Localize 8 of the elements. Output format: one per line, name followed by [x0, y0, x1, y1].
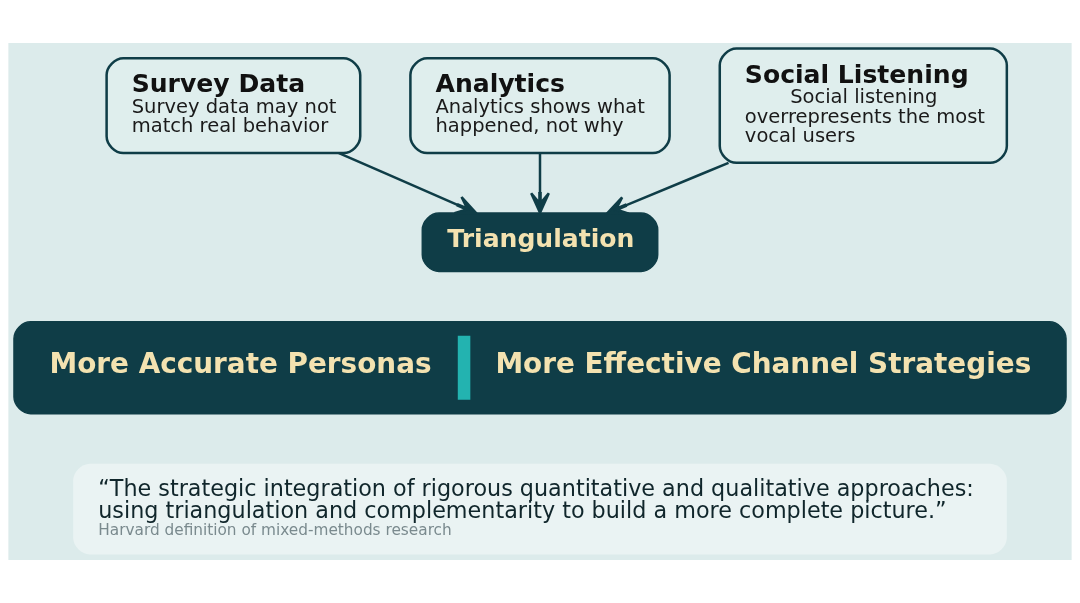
arrow [606, 161, 729, 215]
node-box: Triangulation [421, 212, 659, 273]
node-box: Analytics Analytics shows what happened, not why [409, 57, 671, 155]
node-box: More Accurate Personas More Effective Channel Strategies [13, 321, 1067, 415]
node-box: Social Listening Social listening overrepresents the most vocal users [718, 47, 1009, 165]
arrow [529, 153, 551, 214]
arrow [338, 152, 478, 215]
node-box: Survey Data Survey data may not match real behavior [105, 57, 362, 155]
